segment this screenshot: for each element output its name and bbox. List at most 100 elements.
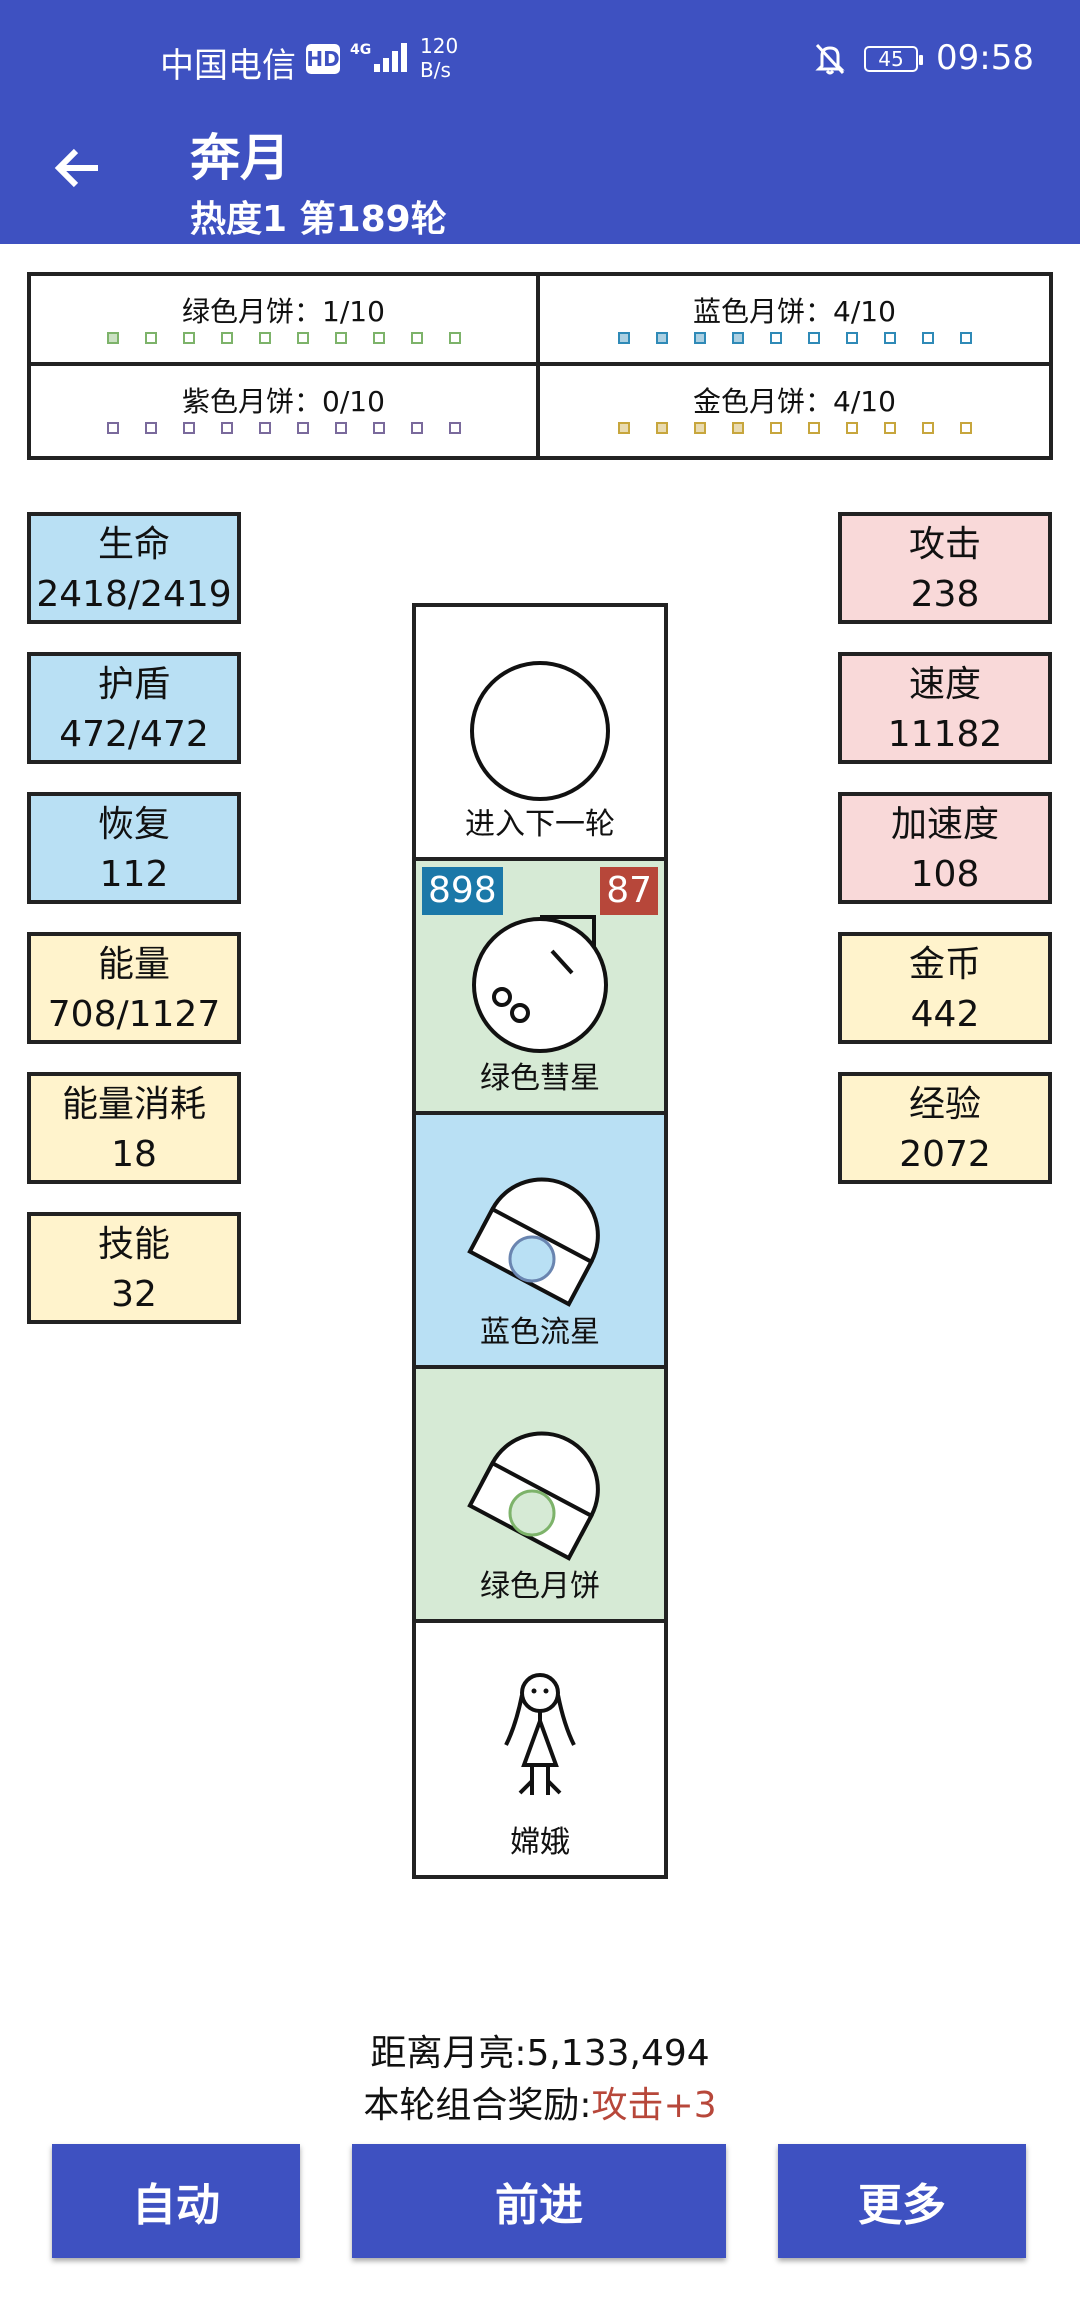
- stat-acceleration: 加速度 108: [838, 792, 1052, 904]
- stat-skill: 技能 32: [27, 1212, 241, 1324]
- stat-gold: 金币 442: [838, 932, 1052, 1044]
- more-button[interactable]: 更多: [778, 2144, 1026, 2258]
- stat-label: 生命: [97, 524, 170, 565]
- network-speed: 120 B/s: [420, 34, 458, 82]
- mooncake-slot: [372, 332, 385, 344]
- stat-value: 108: [910, 854, 980, 895]
- stat-speed: 速度 11182: [838, 652, 1052, 764]
- tile-label: 嫦娥: [510, 1825, 570, 1860]
- change-figure-icon: [504, 1673, 576, 1795]
- stat-label: 能量: [97, 944, 170, 985]
- comet-icon: [472, 915, 608, 1053]
- track-tile-next-round[interactable]: 进入下一轮: [416, 607, 664, 857]
- stat-label: 技能: [97, 1224, 170, 1265]
- round-combo-reward: 本轮组合奖励:攻击+3: [0, 2076, 1080, 2128]
- auto-button[interactable]: 自动: [52, 2144, 300, 2258]
- mooncake-slot: [959, 332, 972, 344]
- mooncake-slot: [182, 422, 195, 434]
- stat-label: 速度: [908, 664, 981, 705]
- enemy-attack-badge: 87: [600, 867, 658, 915]
- stat-exp: 经验 2072: [838, 1072, 1052, 1184]
- mooncake-slot: [448, 422, 461, 434]
- stat-energy-cost: 能量消耗 18: [27, 1072, 241, 1184]
- distance-value: 5,133,494: [526, 2033, 710, 2074]
- mooncake-slot: [372, 422, 385, 434]
- app-header: 中国电信 HD 4G 120 B/s 45 09:58 奔月 热度1 第189轮: [0, 0, 1080, 244]
- stat-value: 32: [111, 1274, 157, 1315]
- mooncake-cell-green: 绿色月饼：1/10: [31, 276, 540, 366]
- stat-value: 472/472: [59, 714, 209, 755]
- stat-value: 2072: [899, 1134, 991, 1175]
- stat-value: 442: [910, 994, 980, 1035]
- tile-label: 蓝色流星: [480, 1315, 600, 1350]
- mooncake-slot: [807, 332, 820, 344]
- battery-icon: 45: [864, 46, 923, 72]
- mooncake-slot: [410, 422, 423, 434]
- mooncake-cell-purple: 紫色月饼：0/10: [31, 366, 540, 456]
- stat-value: 18: [111, 1134, 157, 1175]
- stat-shield: 护盾 472/472: [27, 652, 241, 764]
- stat-value: 238: [910, 574, 980, 615]
- stat-label: 恢复: [97, 804, 170, 845]
- stat-regen: 恢复 112: [27, 792, 241, 904]
- stat-label: 护盾: [97, 664, 170, 705]
- track-tile-blue-meteor[interactable]: 蓝色流星: [416, 1111, 664, 1365]
- mooncake-slot: [220, 422, 233, 434]
- mooncake-slot: [807, 422, 820, 434]
- mooncake-slot: [617, 332, 630, 344]
- signal-icon: [374, 43, 407, 72]
- mooncake-slot: [334, 422, 347, 434]
- tile-label: 绿色月饼: [480, 1569, 600, 1604]
- mooncake-slot: [334, 332, 347, 344]
- mooncake-dots: [540, 422, 1049, 434]
- stat-label: 能量消耗: [61, 1084, 206, 1125]
- stat-hp: 生命 2418/2419: [27, 512, 241, 624]
- stat-value: 112: [99, 854, 169, 895]
- stat-value: 11182: [887, 714, 1003, 755]
- clock: 09:58: [936, 38, 1034, 78]
- mooncake-slot: [693, 332, 706, 344]
- bell-muted-icon: [815, 43, 845, 75]
- battery-level: 45: [878, 47, 904, 71]
- mooncake-slot: [410, 332, 423, 344]
- mooncake-slot: [883, 422, 896, 434]
- mooncake-slot: [921, 332, 934, 344]
- network-type: 4G: [350, 42, 372, 58]
- distance-to-moon: 距离月亮:5,133,494: [0, 2024, 1080, 2076]
- mooncake-slot: [220, 332, 233, 344]
- back-arrow-icon[interactable]: [54, 148, 100, 188]
- mooncake-dots: [31, 332, 536, 344]
- status-bar: 中国电信 HD 4G 120 B/s 45 09:58: [0, 0, 1080, 120]
- mooncake-slot: [693, 422, 706, 434]
- page-title: 奔月: [190, 129, 290, 187]
- mooncake-slot: [144, 422, 157, 434]
- tile-label: 进入下一轮: [465, 807, 615, 842]
- mooncake-slot: [731, 332, 744, 344]
- mooncake-slot: [769, 422, 782, 434]
- meteor-icon: [467, 1177, 600, 1307]
- stat-value: 708/1127: [47, 994, 221, 1035]
- event-track: 进入下一轮 898 87 绿色彗星 蓝色流星: [412, 603, 668, 1879]
- mooncake-label: 金色月饼：4/10: [693, 385, 896, 418]
- mooncake-slot: [655, 332, 668, 344]
- distance-label: 距离月亮:: [370, 2033, 527, 2074]
- forward-button[interactable]: 前进: [352, 2144, 726, 2258]
- mooncake-slot: [921, 422, 934, 434]
- enemy-hp-badge: 898: [422, 867, 503, 915]
- speed-value: 120: [420, 34, 459, 58]
- track-tile-green-comet[interactable]: 898 87 绿色彗星: [416, 857, 664, 1111]
- mooncake-slot: [258, 422, 271, 434]
- mooncake-slot: [731, 422, 744, 434]
- track-tile-change[interactable]: 嫦娥: [416, 1619, 664, 1875]
- stat-label: 攻击: [908, 524, 981, 565]
- mooncake-slot: [106, 422, 119, 434]
- mooncake-slot: [883, 332, 896, 344]
- mooncake-cell-blue: 蓝色月饼：4/10: [540, 276, 1049, 366]
- tile-label: 绿色彗星: [480, 1061, 600, 1096]
- stat-label: 经验: [908, 1084, 981, 1125]
- mooncake-icon: [467, 1431, 600, 1561]
- mooncake-label: 绿色月饼：1/10: [182, 295, 385, 328]
- reward-label: 本轮组合奖励:: [363, 2085, 592, 2126]
- track-tile-green-mooncake[interactable]: 绿色月饼: [416, 1365, 664, 1619]
- mooncake-label: 紫色月饼：0/10: [182, 385, 385, 418]
